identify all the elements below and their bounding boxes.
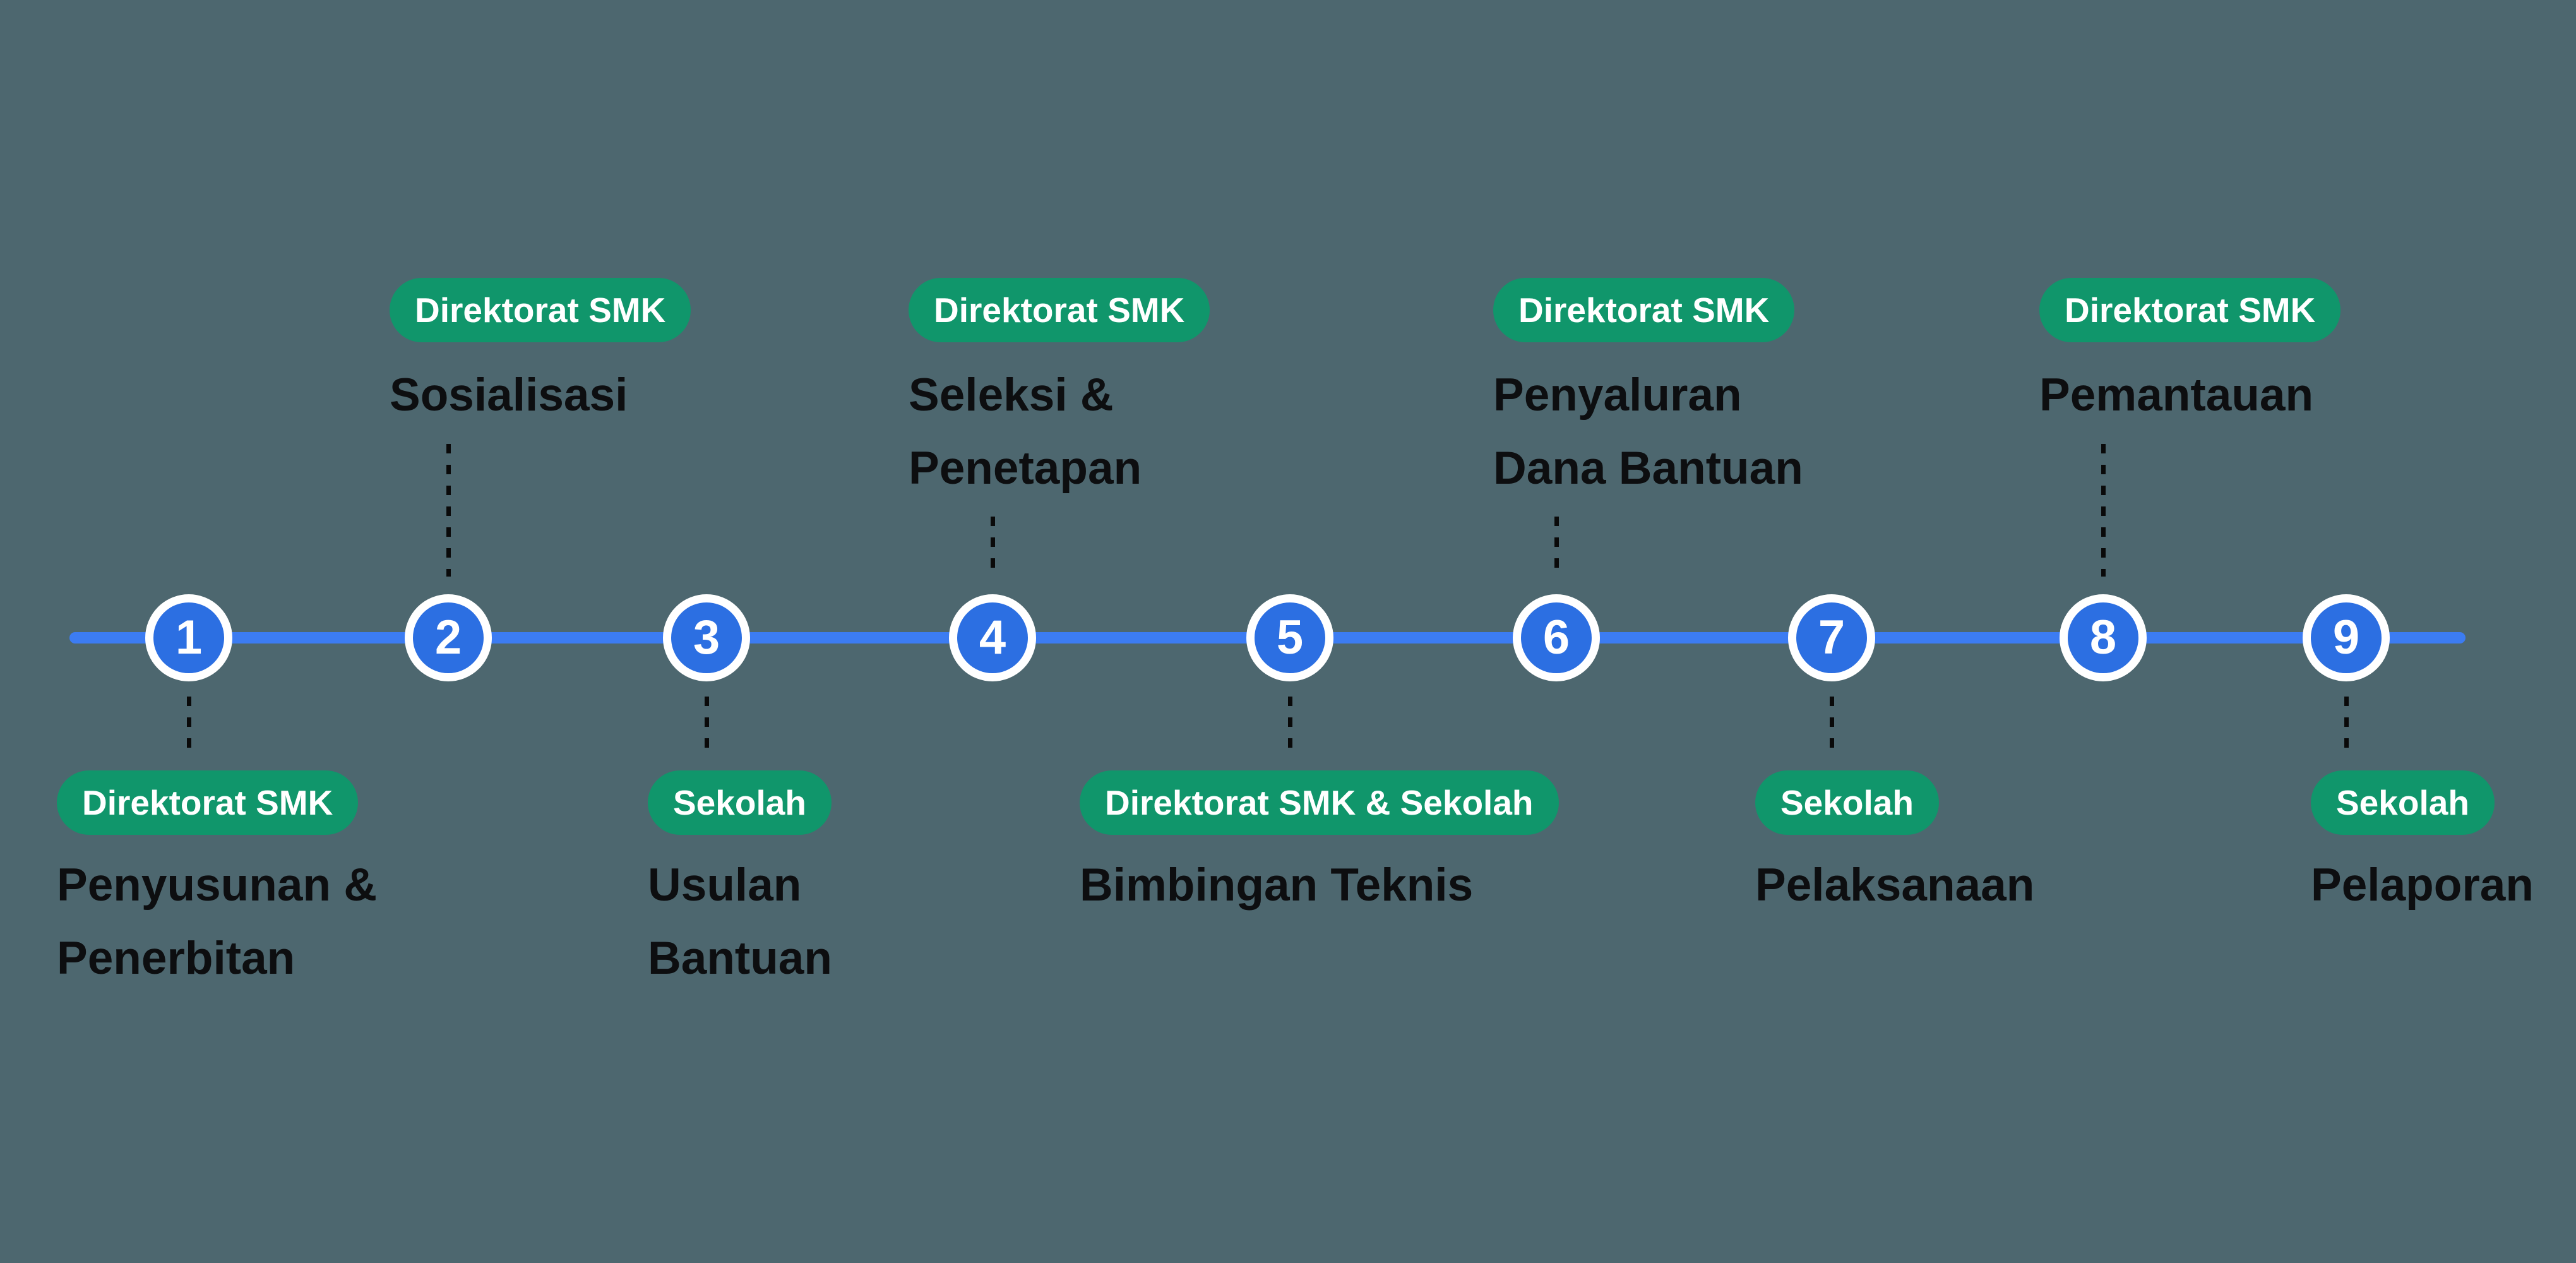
org-badge: Sekolah — [1755, 770, 1939, 835]
step-number: 4 — [979, 611, 1006, 664]
org-badge: Direktorat SMK — [1493, 278, 1795, 342]
step-marker: 2 — [405, 594, 492, 681]
step-marker: 1 — [145, 594, 232, 681]
dotted-connector — [187, 697, 191, 752]
step-label: Bimbingan Teknis — [1080, 859, 1474, 911]
org-badge: Direktorat SMK — [2039, 278, 2341, 342]
dotted-connector — [1288, 697, 1292, 752]
dotted-connector — [446, 444, 451, 577]
dotted-connector — [2101, 444, 2106, 577]
dotted-connector — [1830, 697, 1834, 752]
dotted-connector — [2344, 697, 2349, 752]
step-label: Sosialisasi — [390, 369, 628, 421]
step-label: Pelaporan — [2311, 859, 2534, 911]
step-number: 1 — [175, 611, 203, 664]
step-number: 2 — [434, 611, 462, 664]
step-label: Pelaksanaan — [1755, 859, 2035, 911]
step-number: 3 — [693, 611, 720, 664]
step-number: 6 — [1542, 611, 1570, 664]
step-label: Usulan Bantuan — [648, 859, 832, 984]
step-marker: 8 — [2060, 594, 2147, 681]
step-marker: 7 — [1788, 594, 1875, 681]
step-marker: 4 — [949, 594, 1036, 681]
step-label: Pemantauan — [2039, 369, 2314, 421]
step-marker: 6 — [1513, 594, 1600, 681]
step-marker: 9 — [2303, 594, 2390, 681]
step-number: 9 — [2332, 611, 2360, 664]
dotted-connector — [705, 697, 709, 752]
dotted-connector — [991, 517, 995, 577]
step-label: Penyaluran Dana Bantuan — [1493, 369, 1803, 494]
org-badge: Direktorat SMK — [57, 770, 359, 835]
step-number: 8 — [2089, 611, 2117, 664]
org-badge: Direktorat SMK & Sekolah — [1080, 770, 1559, 835]
step-number: 7 — [1818, 611, 1846, 664]
step-marker: 3 — [663, 594, 750, 681]
org-badge: Sekolah — [2311, 770, 2495, 835]
step-label: Seleksi & Penetapan — [909, 369, 1142, 494]
org-badge: Direktorat SMK — [390, 278, 691, 342]
step-number: 5 — [1276, 611, 1304, 664]
step-label: Penyusunan & Penerbitan — [57, 859, 378, 984]
org-badge: Direktorat SMK — [909, 278, 1210, 342]
dotted-connector — [1554, 517, 1559, 577]
step-marker: 5 — [1246, 594, 1333, 681]
org-badge: Sekolah — [648, 770, 832, 835]
